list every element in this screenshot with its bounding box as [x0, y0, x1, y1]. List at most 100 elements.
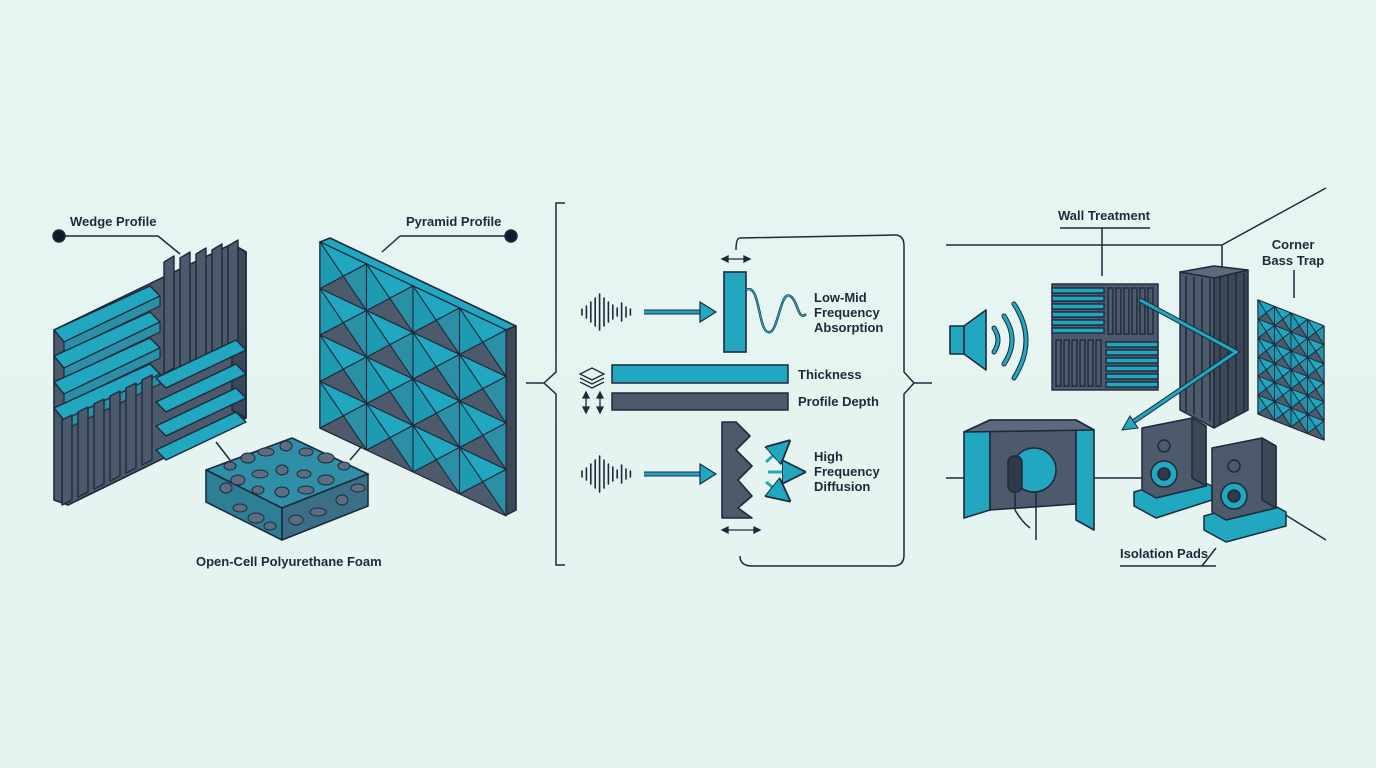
corner-pyramid-face: [1290, 350, 1300, 371]
wedge-ridge-shadow: [63, 321, 161, 379]
foam-cell: [275, 464, 289, 476]
layers-icon: [578, 367, 606, 389]
wedge-fin: [179, 251, 191, 371]
room-lines: [946, 187, 1327, 567]
pyramid-face: [365, 402, 391, 451]
wall-fin: [1123, 287, 1130, 335]
corner-pyramid-face: [1257, 356, 1267, 377]
wall-stripe: [1105, 381, 1159, 388]
corner-pyramid-face: [1257, 375, 1267, 396]
leader-lines-left: [52, 229, 518, 461]
wedge-profile-label: Wedge Profile: [70, 214, 157, 229]
isolation-pads-label: Isolation Pads: [1120, 546, 1209, 561]
pyramid-face: [319, 380, 344, 429]
vertical-arrows-icon: [581, 390, 605, 415]
wall-stripe: [1105, 341, 1159, 348]
pyramid-face: [412, 285, 437, 334]
corner-pyramid-face: [1257, 318, 1267, 339]
wall-stripe: [1051, 295, 1105, 302]
wall-fin: [1139, 287, 1146, 335]
wedge-ridge: [155, 363, 247, 413]
wave-arrows: [644, 300, 718, 486]
foam-cell: [251, 485, 265, 495]
corner-pyramid-face: [1307, 414, 1317, 434]
pyramid-face: [319, 287, 344, 336]
foam-cell: [251, 469, 269, 479]
wall-stripe: [1105, 365, 1159, 372]
wall-fin: [1107, 287, 1114, 335]
wedge-ridge: [155, 411, 247, 461]
wedge-ridge-shadow: [63, 295, 161, 353]
wedge-fin: [93, 398, 105, 490]
horizontal-arrows-icon: [720, 525, 762, 535]
corner-pyramid-face: [1274, 382, 1284, 402]
foam-cell: [257, 447, 275, 457]
wedge-fin: [109, 390, 121, 482]
pyramid-face: [458, 446, 484, 495]
foam-cell: [240, 452, 256, 464]
wall-stripe: [1051, 303, 1105, 310]
corner-pyramid-face: [1274, 306, 1284, 326]
reflection-arrows: [1121, 297, 1241, 431]
corner-pyramid-face: [1274, 325, 1284, 345]
wall-stripe: [1105, 349, 1159, 356]
wall-fin: [1115, 287, 1122, 335]
wall-fin: [1131, 287, 1138, 335]
diffuser-block: [721, 421, 753, 519]
middle-bracket: [526, 202, 932, 567]
wedge-foam-panel: [53, 239, 247, 506]
corner-pyramid-face: [1257, 394, 1267, 415]
corner-pyramid-face: [1290, 369, 1300, 390]
wedge-fin: [77, 406, 89, 498]
corner-pyramid-face: [1307, 338, 1317, 358]
pyramid-face: [365, 356, 391, 405]
wedge-fin: [61, 414, 73, 506]
wedge-fin: [211, 243, 223, 363]
foam-cell: [263, 521, 277, 531]
pyramid-face: [458, 353, 484, 402]
sound-wave-icon: [991, 301, 1029, 381]
foam-cell: [247, 512, 265, 524]
foam-cell: [223, 461, 237, 471]
corner-pyramid-panel: [1257, 299, 1325, 441]
foam-cell: [274, 486, 290, 498]
absorber-block: [723, 271, 807, 353]
wall-fin: [1147, 287, 1154, 335]
foam-cell: [279, 440, 293, 452]
wall-fin: [1095, 339, 1102, 387]
corner-pyramid-face: [1307, 357, 1317, 377]
profile-depth-label: Profile Depth: [798, 394, 879, 409]
pyramid-profile-label: Pyramid Profile: [406, 214, 502, 229]
pyramid-face: [458, 400, 484, 449]
studio-monitor-left: [1133, 417, 1213, 519]
wedge-fin: [163, 255, 175, 375]
wedge-ridge: [155, 387, 247, 437]
corner-pyramid-face: [1257, 299, 1267, 320]
pyramid-face: [319, 241, 344, 290]
corner-pyramid-face: [1307, 395, 1317, 415]
wall-stripe: [1051, 287, 1105, 294]
wall-treatment-label: Wall Treatment: [1058, 208, 1150, 223]
pyramid-face: [458, 307, 484, 356]
pyramid-face: [412, 378, 437, 427]
thickness-label: Thickness: [798, 367, 862, 382]
pyramid-face: [365, 309, 391, 358]
wedge-fin: [125, 382, 137, 474]
corner-pyramid-face: [1290, 331, 1300, 352]
corner-bass-trap-column: [1179, 265, 1249, 429]
pyramid-face: [412, 331, 437, 380]
foam-cell: [317, 474, 335, 486]
foam-cell: [350, 483, 366, 493]
wall-stripe: [1051, 311, 1105, 318]
diffusion-label: High Frequency Diffusion: [814, 449, 880, 494]
wall-fin: [1087, 339, 1094, 387]
sound-wave-icon: [581, 293, 632, 331]
diffusion-arrows: [766, 444, 800, 498]
foam-cell: [297, 485, 315, 495]
absorption-label: Low-Mid Frequency Absorption: [814, 290, 884, 335]
thickness-bar: [611, 364, 789, 384]
wedge-fin: [141, 374, 153, 466]
pyramid-face: [319, 334, 344, 383]
